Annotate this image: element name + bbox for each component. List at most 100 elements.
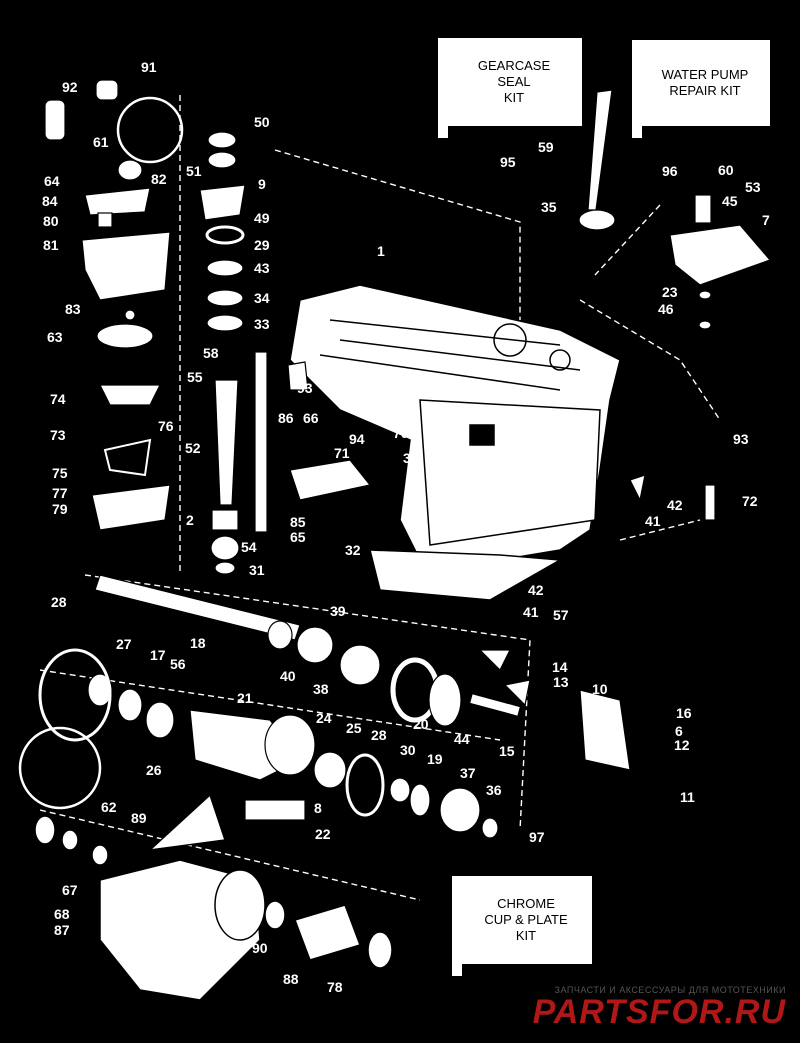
detail-circles: [18, 96, 184, 810]
part-callout: 43: [254, 260, 270, 276]
part-callout: 78: [327, 979, 343, 995]
kit-label-line: SEAL: [497, 74, 531, 89]
part-callout: 32: [345, 542, 361, 558]
part-callout: 81: [43, 237, 59, 253]
kit-label-line: GEARCASE: [477, 58, 551, 73]
part-callout: 24: [316, 710, 332, 726]
part-callout: 93: [297, 380, 313, 396]
part-callout: 20: [413, 716, 429, 732]
part-callout: 42: [667, 497, 683, 513]
part-callout: 84: [42, 193, 58, 209]
part-callout: 64: [44, 173, 60, 189]
part-callout: 23: [662, 284, 678, 300]
part-callout: 65: [290, 529, 306, 545]
part-callout: 6: [675, 723, 683, 739]
part-callout: 79: [52, 501, 68, 517]
part-callout: 9: [258, 176, 266, 192]
kit-number: 97: [529, 829, 545, 845]
part-callout: 12: [674, 737, 690, 753]
propeller-parts: [34, 793, 393, 1001]
kit-chrome-cup-plate: CHROME CUP & PLATE KIT: [452, 876, 594, 976]
part-callout: 54: [241, 539, 257, 555]
part-callout: 29: [254, 237, 270, 253]
part-callout: 59: [538, 139, 554, 155]
part-callout: 77: [52, 485, 68, 501]
part-callout: 41: [645, 513, 661, 529]
seal-stack: [199, 131, 372, 575]
watermark: ЗАПЧАСТИ И АКСЕССУАРЫ ДЛЯ МОТОТЕХНИКИ PA…: [533, 985, 786, 1029]
part-callout: 27: [116, 636, 132, 652]
part-callout: 11: [680, 789, 695, 805]
part-callout: 28: [51, 594, 67, 610]
part-callout: 55: [187, 369, 203, 385]
part-callout: 74: [50, 391, 66, 407]
part-callout: 41: [523, 604, 539, 620]
part-callout: 88: [283, 971, 299, 987]
diagram-lines: [39, 95, 721, 901]
part-callout: 3A: [424, 426, 442, 442]
part-callout: 49: [254, 210, 270, 226]
part-callout: 93: [733, 431, 749, 447]
part-callout: 69: [394, 406, 410, 422]
part-callout: 87: [54, 922, 70, 938]
part-callout: 10: [592, 681, 608, 697]
part-callout: 13: [553, 674, 569, 690]
part-callout: 37: [460, 765, 476, 781]
part-callout: 50: [254, 114, 270, 130]
part-callout: 61: [93, 134, 109, 150]
part-callout: 51: [186, 163, 202, 179]
part-callout: 56: [170, 656, 186, 672]
part-callout: 72: [742, 493, 758, 509]
part-callout: 26: [146, 762, 162, 778]
part-callout: 25: [346, 720, 362, 736]
kit-label-line: KIT: [503, 90, 525, 105]
part-callout: 62: [101, 799, 117, 815]
part-callout: 7: [762, 212, 770, 228]
kit-label-line: REPAIR KIT: [669, 83, 741, 98]
part-callout: 73: [50, 427, 66, 443]
part-callout: 28: [371, 727, 387, 743]
part-callout: 76: [158, 418, 174, 434]
part-callout: 85: [290, 514, 306, 530]
part-callout: 17: [150, 647, 166, 663]
part-callout: 5: [496, 487, 504, 503]
part-callout: 44: [454, 731, 470, 747]
right-side-parts: [578, 89, 772, 521]
part-callout: 67: [62, 882, 78, 898]
part-callout: 36: [486, 782, 502, 798]
watermark-tagline: ЗАПЧАСТИ И АКСЕССУАРЫ ДЛЯ МОТОТЕХНИКИ: [554, 985, 786, 995]
part-callout: 38: [313, 681, 329, 697]
part-callout: 80: [43, 213, 59, 229]
part-callout: 89: [131, 810, 147, 826]
part-callout: 8: [314, 800, 322, 816]
part-callout: 33: [254, 316, 270, 332]
kit-number: 96: [662, 163, 678, 179]
part-callout: 4: [453, 502, 461, 518]
part-callout: 19: [427, 751, 443, 767]
part-callout: 71: [334, 445, 350, 461]
part-callout: 58: [203, 345, 219, 361]
part-callout: 70: [393, 425, 409, 441]
watermark-logo-text: PARTSFOR.RU: [532, 993, 786, 1031]
kit-label-line: KIT: [515, 928, 537, 943]
part-callout: 86: [278, 410, 294, 426]
part-callout: 92: [62, 79, 78, 95]
part-callout: 15: [499, 743, 515, 759]
part-callout: 30: [400, 742, 416, 758]
part-callout: 82: [151, 171, 167, 187]
part-callout: 2: [186, 512, 194, 528]
part-callout: 75: [52, 465, 68, 481]
part-callout: 34: [254, 290, 270, 306]
part-callout: 40: [280, 668, 296, 684]
water-pump-parts: [44, 79, 171, 531]
part-callout: 52: [185, 440, 201, 456]
part-callout: 94: [349, 431, 365, 447]
part-callout: 53: [745, 179, 761, 195]
part-callout: 42: [528, 582, 544, 598]
kit-gearcase-seal: GEARCASE SEAL KIT: [438, 38, 584, 138]
part-callout: 83: [65, 301, 81, 317]
part-callout: 3: [403, 450, 411, 466]
part-callout: 57: [553, 607, 569, 623]
part-callout: 66: [303, 410, 319, 426]
